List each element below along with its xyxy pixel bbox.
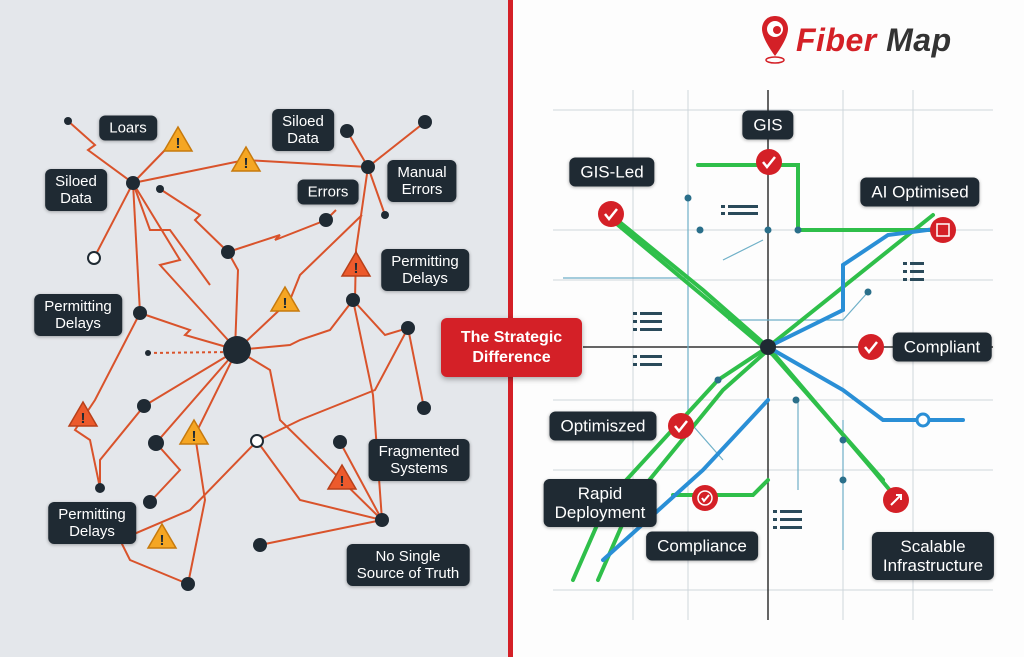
map-pin-icon bbox=[762, 16, 788, 64]
brand-name-map: Map bbox=[886, 21, 952, 58]
svg-text:!: ! bbox=[244, 155, 249, 172]
brand-name: Fiber Map bbox=[796, 22, 952, 59]
label-line: Infrastructure bbox=[882, 556, 984, 575]
svg-text:!: ! bbox=[354, 260, 359, 277]
check-badges bbox=[598, 149, 956, 513]
svg-text:!: ! bbox=[160, 532, 165, 549]
benefit-label: AI Optimised bbox=[860, 177, 980, 207]
label-line: Delays bbox=[402, 270, 448, 287]
problem-label: Loars bbox=[99, 115, 157, 141]
label-line: Systems bbox=[390, 460, 448, 477]
label-line: Permitting bbox=[44, 298, 112, 315]
benefit-label: GIS bbox=[742, 110, 794, 140]
warning-icons: ! ! ! ! ! ! ! ! bbox=[67, 125, 372, 549]
label-line: Errors bbox=[307, 183, 349, 201]
center-label-line1: The Strategic bbox=[460, 328, 563, 346]
strategic-difference-label: The Strategic Difference bbox=[441, 318, 582, 377]
label-line: AI Optimised bbox=[871, 182, 969, 202]
label-line: Source of Truth bbox=[356, 565, 460, 582]
label-line: Errors bbox=[401, 181, 443, 198]
label-line: Permitting bbox=[58, 506, 126, 523]
label-line: GIS bbox=[753, 115, 783, 135]
label-line: Manual bbox=[397, 164, 447, 181]
center-label-line2: Difference bbox=[472, 348, 551, 366]
benefit-label: Compliant bbox=[892, 332, 992, 362]
svg-text:!: ! bbox=[340, 473, 345, 490]
label-line: No Single bbox=[375, 548, 441, 565]
label-line: Siloed bbox=[282, 113, 324, 130]
brand-name-fiber: Fiber bbox=[796, 21, 877, 58]
problem-label: Errors bbox=[297, 179, 359, 205]
label-line: Delays bbox=[69, 523, 115, 540]
label-line: Optimiszed bbox=[560, 416, 646, 436]
svg-text:!: ! bbox=[283, 295, 288, 312]
organized-network-map bbox=[553, 90, 993, 620]
benefit-label: Optimiszed bbox=[549, 411, 657, 441]
label-line: Scalable bbox=[900, 537, 966, 556]
label-line: GIS-Led bbox=[580, 162, 644, 182]
label-line: Compliant bbox=[903, 337, 981, 357]
svg-text:!: ! bbox=[81, 410, 86, 427]
label-line: Compliance bbox=[657, 536, 747, 556]
benefit-label: GIS-Led bbox=[569, 157, 655, 187]
label-line: Data bbox=[287, 130, 319, 147]
svg-text:!: ! bbox=[176, 135, 181, 152]
label-line: Permitting bbox=[391, 253, 459, 270]
fiber-map-logo: Fiber Map bbox=[760, 14, 952, 66]
svg-text:!: ! bbox=[192, 428, 197, 445]
label-line: Fragmented bbox=[378, 443, 460, 460]
label-line: Data bbox=[60, 190, 92, 207]
label-line: Siloed bbox=[55, 173, 97, 190]
label-line: Loars bbox=[109, 119, 147, 137]
label-line: Delays bbox=[55, 315, 101, 332]
label-line: Rapid bbox=[577, 484, 623, 503]
label-line: Deployment bbox=[554, 503, 646, 522]
benefit-label: Compliance bbox=[646, 531, 758, 561]
